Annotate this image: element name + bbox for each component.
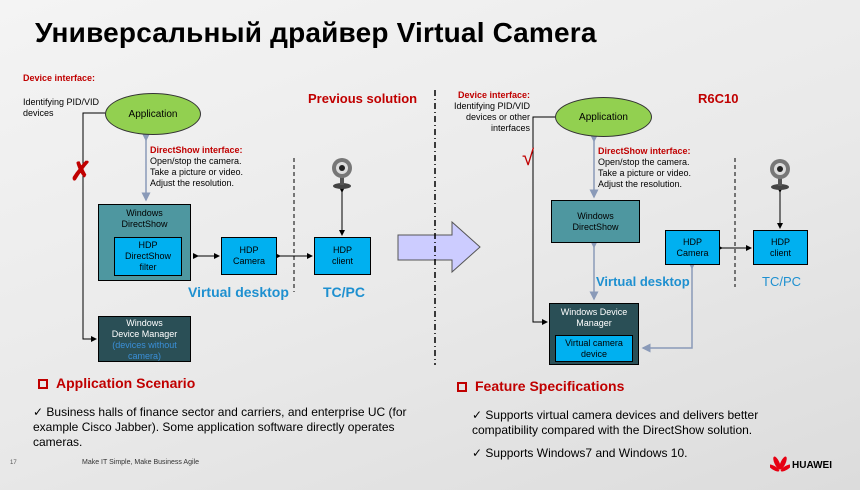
check-mark-icon: √	[522, 145, 535, 170]
application-node: Application	[105, 93, 201, 135]
directshow-interface-note: DirectShow interface: Open/stop the came…	[150, 145, 244, 188]
previous-solution-heading: Previous solution	[308, 91, 418, 106]
huawei-logo: HUAWEI	[770, 456, 832, 474]
square-bullet-icon	[38, 379, 48, 389]
page-title: Универсальный драйвер Virtual Camera	[35, 17, 597, 48]
tcpc-label-right: TC/PC	[762, 274, 801, 289]
square-bullet-icon	[457, 382, 467, 392]
tagline: Make IT Simple, Make Business Agile	[82, 459, 199, 466]
feature-bullet-1: ✓ Supports virtual camera devices and de…	[472, 408, 759, 437]
virtual-desktop-label: Virtual desktop	[188, 284, 289, 300]
directshow-interface-note-right: DirectShow interface: Open/stop the came…	[598, 146, 692, 189]
virtual-desktop-label-right: Virtual desktop	[596, 274, 690, 289]
feature-specifications-heading: Feature Specifications	[457, 378, 624, 394]
application-scenario-heading: Application Scenario	[38, 375, 195, 391]
webcam-icon-right	[768, 157, 792, 191]
x-mark-icon: ✗	[70, 156, 92, 186]
r6c10-heading: R6C10	[698, 91, 739, 106]
feature-bullet-2: ✓ Supports Windows7 and Windows 10.	[472, 446, 688, 460]
tcpc-label: TC/PC	[323, 284, 365, 300]
webcam-icon	[330, 156, 354, 190]
device-interface-label: Device interface:	[23, 73, 96, 83]
huawei-petal-icon	[770, 456, 790, 472]
page-number: 17	[10, 460, 17, 466]
scenario-bullet: ✓ Business halls of finance sector and c…	[33, 405, 407, 449]
application-node-right: Application	[555, 97, 652, 137]
